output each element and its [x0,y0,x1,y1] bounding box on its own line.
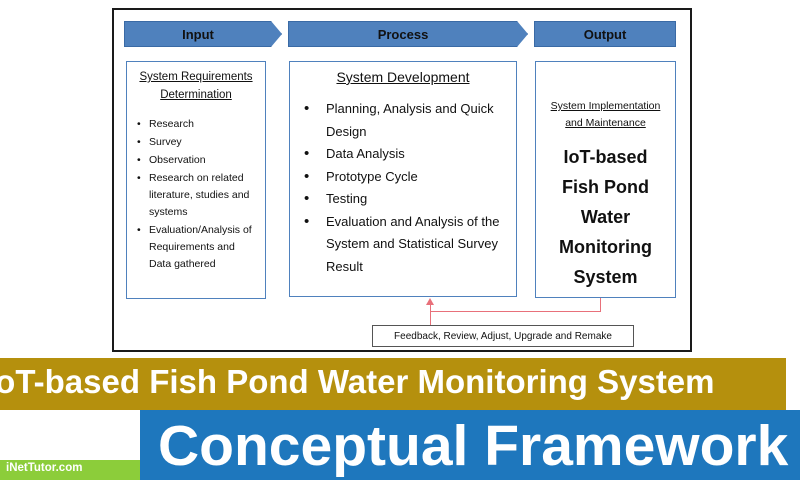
product-line: Water [580,207,631,227]
list-item: Survey [135,134,257,151]
output-box: System Implementation and Maintenance Io… [535,61,676,298]
product-line: System [573,267,638,287]
brand-strip [0,460,140,480]
input-box: System Requirements Determination Resear… [126,61,266,299]
feedback-line-output [600,298,601,311]
product-line: Monitoring [559,237,652,257]
banner-title: IoT-based Fish Pond Water Monitoring Sys… [0,363,715,400]
input-title-line1: System Requirements [139,71,253,83]
process-box-title: System Development [336,69,470,85]
list-item: Data Analysis [300,143,506,166]
list-item: Research on related literature, studies … [135,170,257,221]
phase-process: Process [288,21,528,47]
list-item: Planning, Analysis and Quick Design [300,98,506,143]
product-line: IoT-based [563,147,648,167]
process-box: System Development Planning, Analysis an… [289,61,517,297]
list-item: Research [135,116,257,133]
product-line: Fish Pond [562,177,649,197]
feedback-line-horizontal [430,311,601,312]
banner-subtitle: Conceptual Framework [158,414,789,478]
phase-output: Output [534,21,676,47]
list-item: Prototype Cycle [300,166,506,189]
subtitle-banner: Conceptual Framework [140,410,800,480]
list-item: Testing [300,188,506,211]
list-item: Observation [135,152,257,169]
title-banner: IoT-based Fish Pond Water Monitoring Sys… [0,358,786,410]
output-title-line1: System Implementation [550,100,661,112]
input-list: Research Survey Observation Research on … [135,116,257,273]
list-item: Evaluation/Analysis of Requirements and … [135,222,257,273]
output-title-line2: and Maintenance [565,117,646,129]
input-box-title: System Requirements Determination [135,68,257,104]
brand-logo-text: iNetTutor.com [6,462,83,474]
feedback-line-process [430,304,431,325]
output-box-title: System Implementation and Maintenance [540,98,671,132]
feedback-arrow-up-icon [426,298,434,305]
phase-input: Input [124,21,282,47]
list-item: Evaluation and Analysis of the System an… [300,211,506,279]
output-product: IoT-based Fish Pond Water Monitoring Sys… [540,142,671,292]
input-title-line2: Determination [160,89,232,101]
feedback-box: Feedback, Review, Adjust, Upgrade and Re… [372,325,634,347]
process-list: Planning, Analysis and Quick Design Data… [300,98,506,278]
